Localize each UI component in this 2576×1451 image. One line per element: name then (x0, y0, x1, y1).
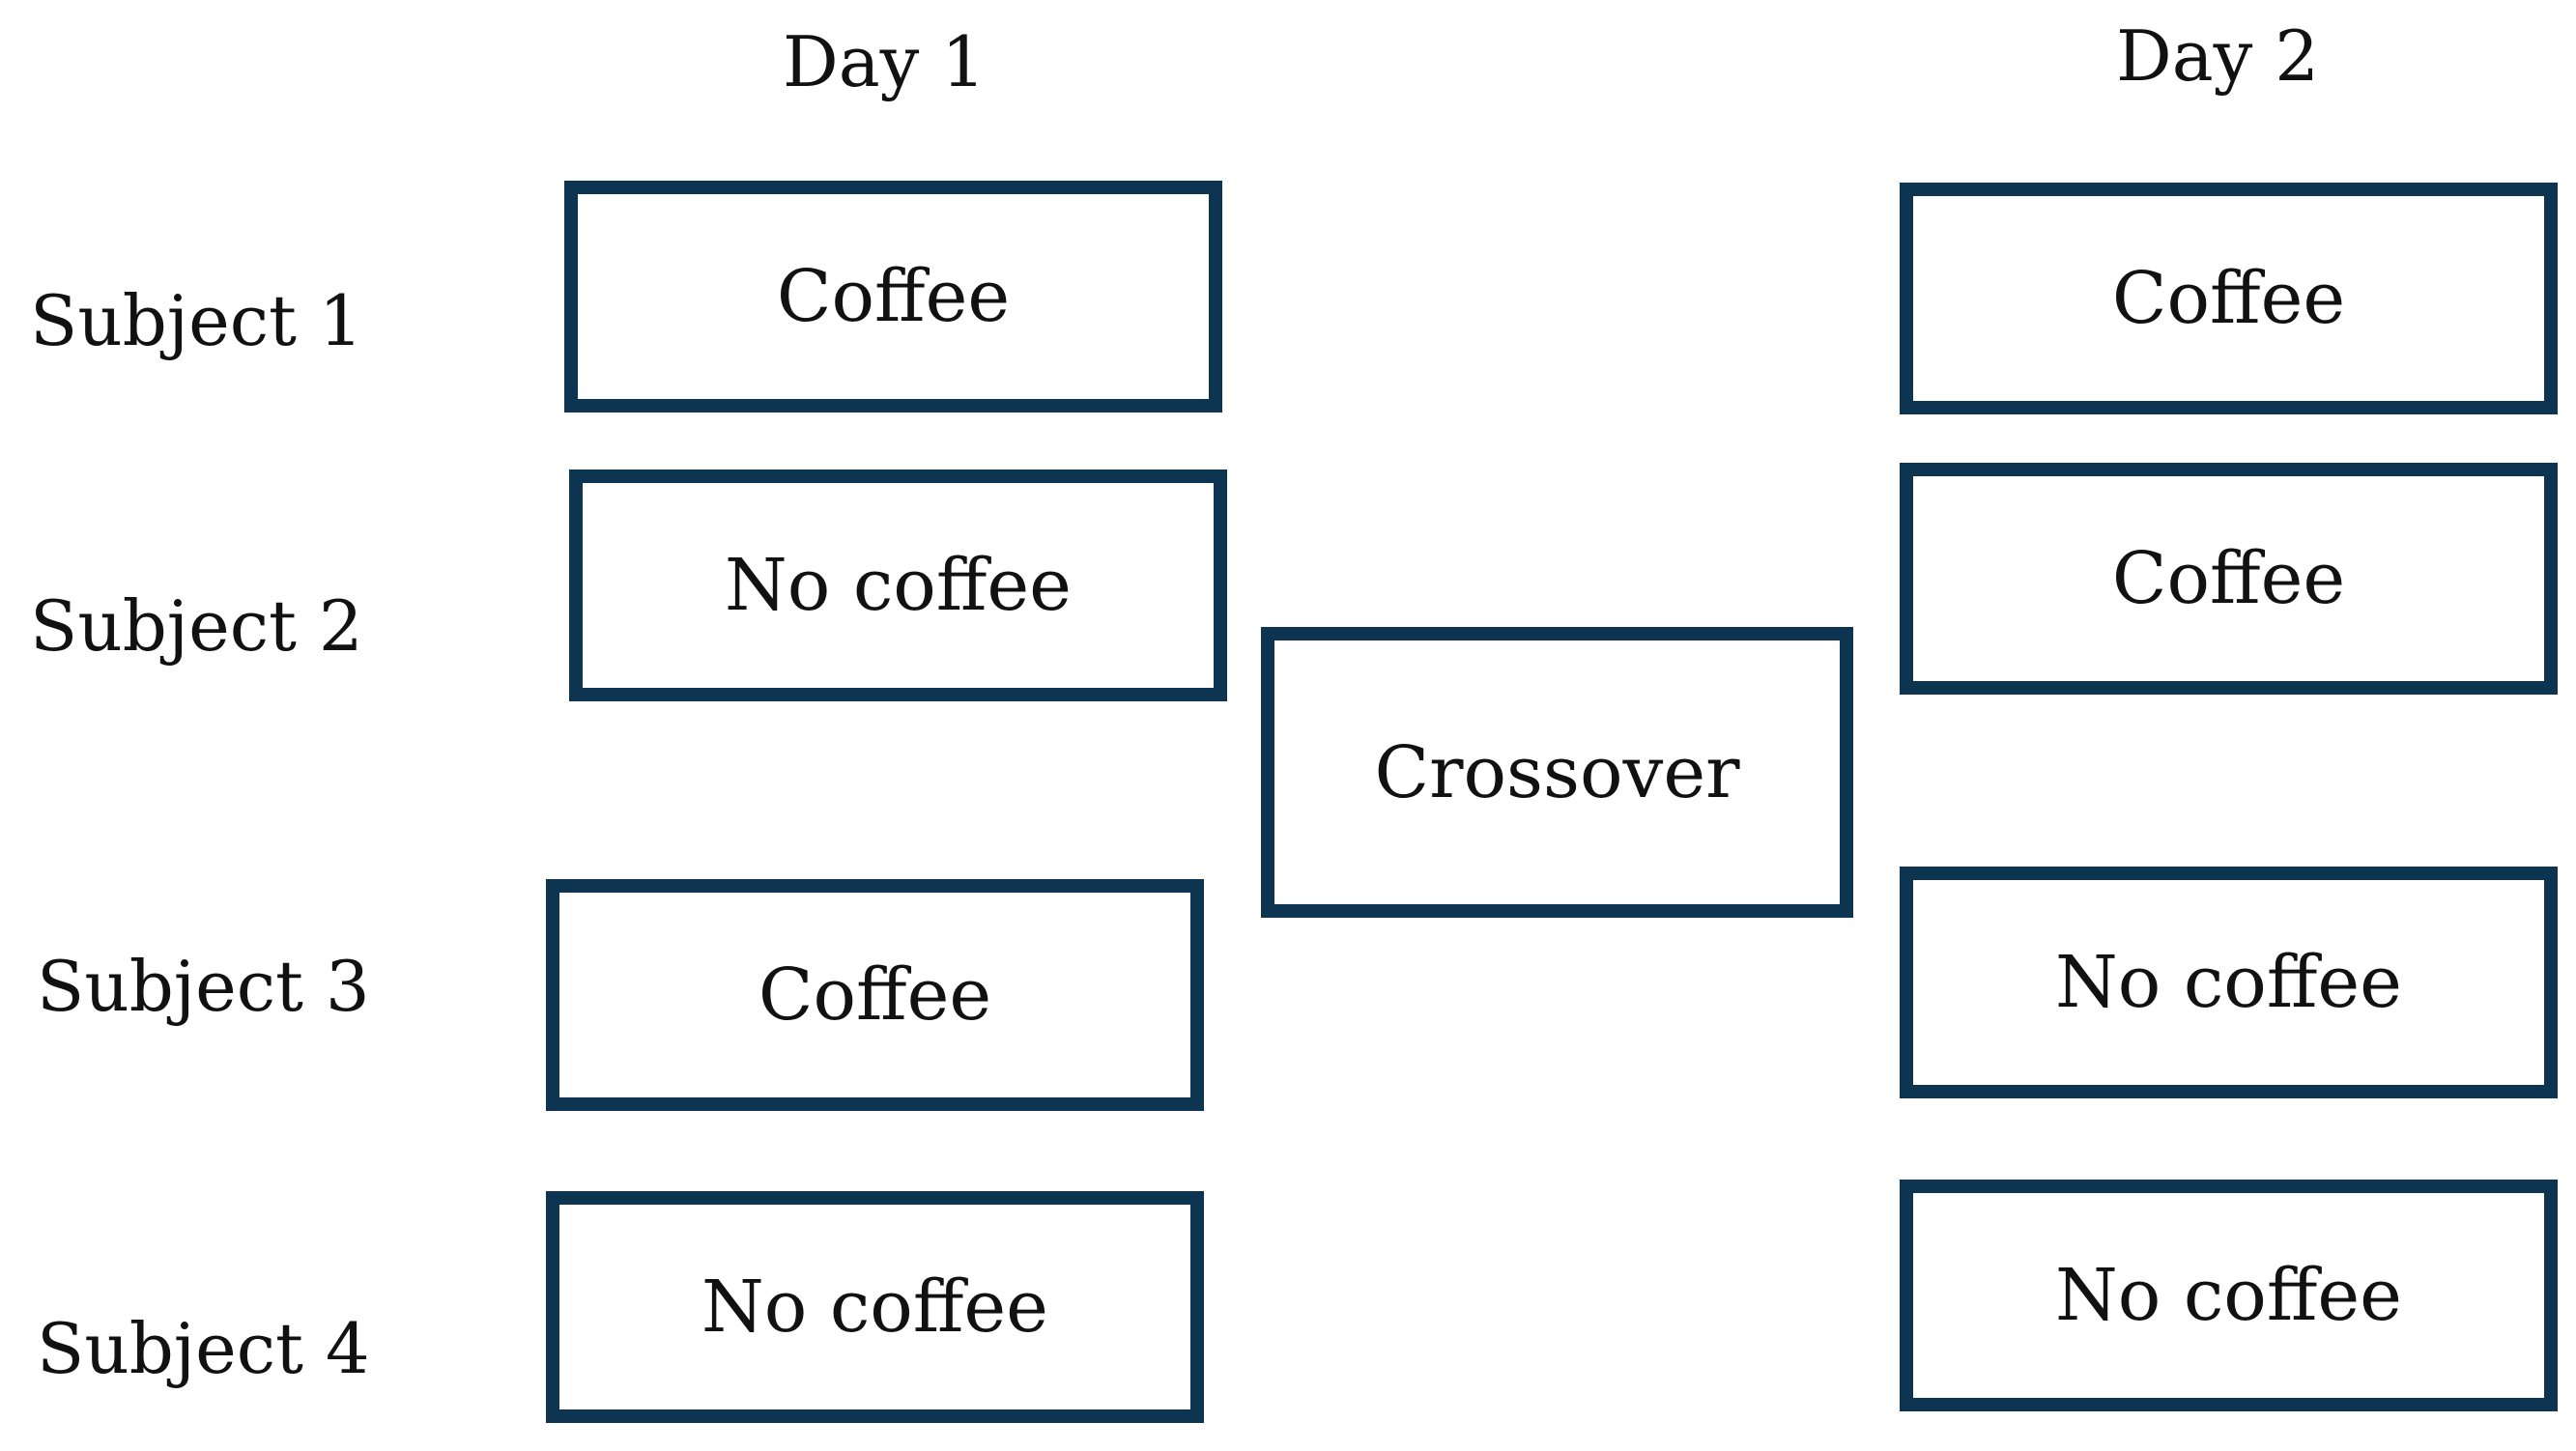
subject-3-day-2-box: No coffee (1900, 867, 2558, 1098)
day-1-header: Day 1 (782, 21, 987, 102)
subject-4-day-2-box: No coffee (1900, 1180, 2558, 1411)
subject-4-day-1-box: No coffee (546, 1191, 1204, 1423)
subject-2-day-1-box: No coffee (569, 469, 1227, 701)
subject-3-day-1-box: Coffee (546, 879, 1204, 1111)
subject-2-label: Subject 2 (30, 585, 363, 667)
subject-1-day-1-box: Coffee (564, 181, 1222, 413)
day-2-header: Day 2 (2115, 15, 2320, 97)
subject-3-label: Subject 3 (37, 946, 370, 1027)
subject-2-day-2-box: Coffee (1900, 463, 2558, 695)
subject-4-label: Subject 4 (37, 1308, 370, 1389)
crossover-box: Crossover (1261, 627, 1853, 918)
subject-1-label: Subject 1 (30, 280, 363, 361)
subject-1-day-2-box: Coffee (1900, 183, 2558, 414)
